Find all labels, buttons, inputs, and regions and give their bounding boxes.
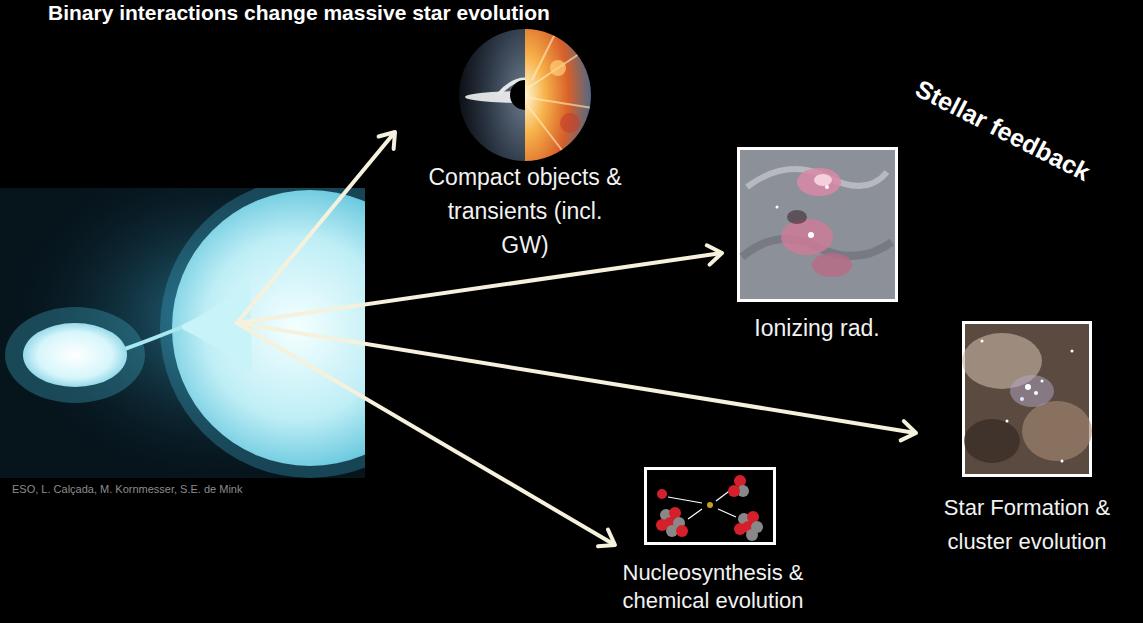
nebula-image (737, 147, 898, 302)
arrow-line (237, 134, 394, 323)
feedback-panel: Star Formation & cluster evolution (916, 321, 1138, 559)
arrow-connector (237, 132, 395, 323)
arrow-head (707, 245, 722, 264)
arrow-head (379, 132, 395, 149)
caption-text: Star Formation & cluster evolution (916, 491, 1138, 559)
caption-text: Ionizing rad. (727, 313, 907, 343)
slide-title: Binary interactions change massive star … (48, 1, 550, 25)
feedback-panel: Nucleosynthesis & chemical evolution (615, 467, 811, 615)
nucleosynthesis-image (644, 467, 776, 545)
arrow-line (237, 323, 613, 544)
compact-object-illustration (458, 28, 592, 162)
star-cluster-image (962, 321, 1092, 477)
feedback-panel: Ionizing rad. (722, 147, 912, 343)
arrow-line (237, 253, 720, 323)
feedback-panel: Compact objects & transients (incl. GW) (395, 26, 655, 262)
arrow-connector (237, 323, 615, 546)
arrow-connector (237, 245, 722, 323)
image-credit: ESO, L. Calçada, M. Kornmesser, S.E. de … (12, 482, 365, 496)
caption-text: Compact objects & transients (incl. GW) (425, 160, 625, 262)
arrow-head (598, 530, 615, 547)
binary-star-panel: ESO, L. Calçada, M. Kornmesser, S.E. de … (0, 188, 365, 496)
section-label: Stellar feedback (911, 74, 1095, 187)
arrow-head (901, 421, 916, 440)
caption-text: Nucleosynthesis & chemical evolution (615, 559, 811, 615)
